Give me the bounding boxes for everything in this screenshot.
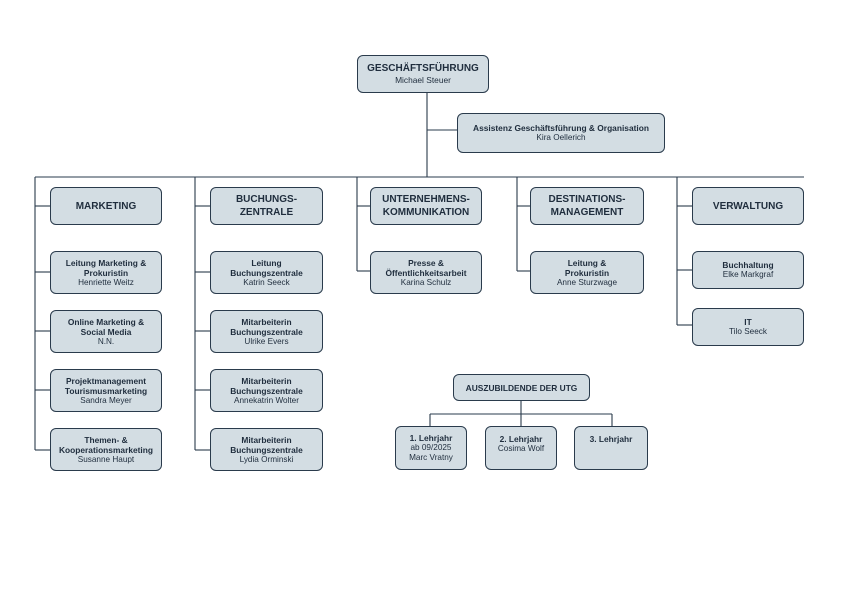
ceo-name: Michael Steuer xyxy=(395,75,451,85)
trainee-year-title: 3. Lehrjahr xyxy=(589,434,633,444)
role-box: Projektmanagement Tourismusmarketing San… xyxy=(50,369,162,412)
role-name: Sandra Meyer xyxy=(80,395,132,405)
role-box: Buchhaltung Elke Markgraf xyxy=(692,251,804,289)
dept-booking-title: BUCHUNGS- ZENTRALE xyxy=(235,194,298,218)
dept-communication-title: UNTERNEHMENS- KOMMUNIKATION xyxy=(382,194,470,218)
dept-administration-title: VERWALTUNG xyxy=(712,200,784,212)
role-title: Mitarbeiterin Buchungszentrale xyxy=(230,375,303,396)
assistant-title: Assistenz Geschäftsführung & Organisatio… xyxy=(473,123,649,133)
role-box: Online Marketing & Social Media N.N. xyxy=(50,310,162,353)
trainee-year-title: 1. Lehrjahr xyxy=(409,433,453,443)
assistant-box: Assistenz Geschäftsführung & Organisatio… xyxy=(457,113,665,153)
ceo-box: GESCHÄFTSFÜHRUNG Michael Steuer xyxy=(357,55,489,93)
role-box: IT Tilo Seeck xyxy=(692,308,804,346)
role-name: Ulrike Evers xyxy=(244,336,289,346)
role-box: Mitarbeiterin Buchungszentrale Ulrike Ev… xyxy=(210,310,323,353)
role-title: Online Marketing & Social Media xyxy=(67,316,145,337)
role-title: Projektmanagement Tourismusmarketing xyxy=(64,375,148,396)
role-name: Lydia Orminski xyxy=(239,454,294,464)
role-name: Katrin Seeck xyxy=(243,277,290,287)
role-name: Tilo Seeck xyxy=(729,327,767,336)
trainee-year-name: ab 09/2025 Marc Vratny xyxy=(409,443,453,462)
role-box: Leitung Buchungszentrale Katrin Seeck xyxy=(210,251,323,294)
trainee-year-title: 2. Lehrjahr xyxy=(499,434,543,444)
trainee-year-box: 2. Lehrjahr Cosima Wolf xyxy=(485,426,557,470)
role-title: Leitung Buchungszentrale xyxy=(230,257,303,278)
dept-administration: VERWALTUNG xyxy=(692,187,804,225)
trainee-year-name: Cosima Wolf xyxy=(497,444,545,453)
trainee-year-box: 1. Lehrjahr ab 09/2025 Marc Vratny xyxy=(395,426,467,470)
role-name: Elke Markgraf xyxy=(722,270,774,279)
dept-communication: UNTERNEHMENS- KOMMUNIKATION xyxy=(370,187,482,225)
dept-destination: DESTINATIONS- MANAGEMENT xyxy=(530,187,644,225)
role-name: Anne Sturzwage xyxy=(556,277,618,287)
role-title: Mitarbeiterin Buchungszentrale xyxy=(230,316,303,337)
role-title: IT xyxy=(744,317,752,327)
role-box: Mitarbeiterin Buchungszentrale Lydia Orm… xyxy=(210,428,323,471)
trainee-year-box: 3. Lehrjahr xyxy=(574,426,648,470)
dept-destination-title: DESTINATIONS- MANAGEMENT xyxy=(548,194,626,218)
role-box: Themen- & Kooperationsmarketing Susanne … xyxy=(50,428,162,471)
role-title: Mitarbeiterin Buchungszentrale xyxy=(230,434,303,455)
role-name: N.N. xyxy=(97,336,115,346)
role-name: Annekatrin Wolter xyxy=(234,395,299,405)
role-name: Susanne Haupt xyxy=(77,454,135,464)
dept-booking: BUCHUNGS- ZENTRALE xyxy=(210,187,323,225)
role-name: Karina Schulz xyxy=(400,277,452,287)
role-box: Leitung & Prokuristin Anne Sturzwage xyxy=(530,251,644,294)
role-box: Leitung Marketing & Prokuristin Henriett… xyxy=(50,251,162,294)
dept-marketing: MARKETING xyxy=(50,187,162,225)
role-title: Presse & Öffentlichkeitsarbeit xyxy=(385,257,467,278)
dept-marketing-title: MARKETING xyxy=(75,200,137,212)
role-name: Henriette Weitz xyxy=(78,277,134,287)
role-box: Presse & Öffentlichkeitsarbeit Karina Sc… xyxy=(370,251,482,294)
ceo-title: GESCHÄFTSFÜHRUNG xyxy=(367,63,479,74)
trainees-box: AUSZUBILDENDE DER UTG xyxy=(453,374,590,401)
role-box: Mitarbeiterin Buchungszentrale Annekatri… xyxy=(210,369,323,412)
role-title: Leitung Marketing & Prokuristin xyxy=(65,257,147,278)
role-title: Leitung & Prokuristin xyxy=(564,257,610,278)
role-title: Themen- & Kooperationsmarketing xyxy=(58,434,153,455)
assistant-name: Kira Oellerich xyxy=(536,133,586,142)
trainees-title: AUSZUBILDENDE DER UTG xyxy=(465,382,578,393)
role-title: Buchhaltung xyxy=(722,260,774,270)
